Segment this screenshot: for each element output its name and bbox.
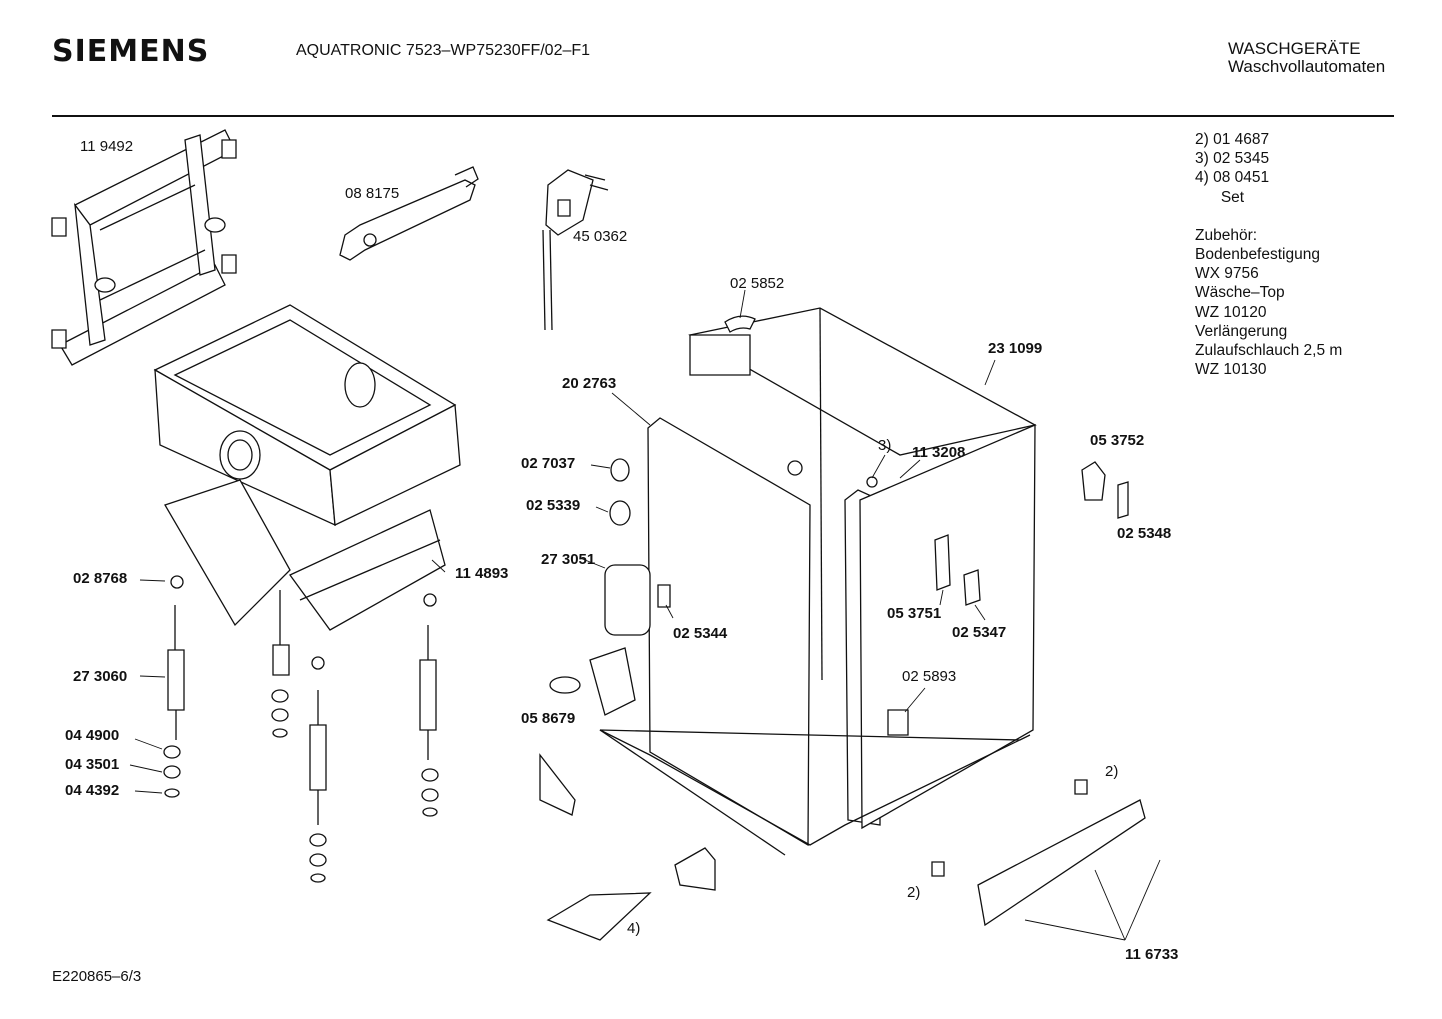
part-label: 4) bbox=[627, 920, 641, 937]
small-parts-drawing bbox=[540, 462, 1160, 940]
part-label: 11 9492 bbox=[80, 138, 134, 155]
part-label: 2) bbox=[907, 884, 921, 901]
part-label: 02 5893 bbox=[902, 668, 957, 685]
part-label: 11 3208 bbox=[912, 444, 966, 461]
note-line: 2) 01 4687 bbox=[1195, 131, 1270, 148]
drawing-number: E220865–6/3 bbox=[52, 968, 142, 985]
part-label: 02 5852 bbox=[730, 275, 785, 292]
part-label: 05 8679 bbox=[521, 710, 576, 727]
part-label: 2) bbox=[1105, 763, 1119, 780]
model-title: AQUATRONIC 7523–WP75230FF/02–F1 bbox=[296, 42, 591, 59]
note-line: Set bbox=[1195, 188, 1245, 206]
note-line: 4) 08 0451 bbox=[1195, 169, 1270, 187]
tub-housing-drawing bbox=[155, 305, 460, 630]
part-label: 04 4900 bbox=[65, 727, 120, 744]
note-line: Bodenbefestigung bbox=[1195, 246, 1320, 264]
part-label: 3) bbox=[878, 437, 892, 454]
part-label: 02 5347 bbox=[952, 624, 1007, 641]
note-line: WZ 10120 bbox=[1195, 303, 1267, 321]
header-rule bbox=[52, 115, 1394, 117]
part-label: 02 8768 bbox=[73, 570, 128, 587]
part-label: 45 0362 bbox=[573, 228, 628, 245]
part-label: 05 3751 bbox=[887, 605, 942, 622]
note-line: Wäsche–Top bbox=[1195, 284, 1285, 302]
part-label: 08 8175 bbox=[345, 185, 400, 202]
subcategory-label: Waschvollautomaten bbox=[1228, 57, 1386, 76]
mounting-frame-drawing bbox=[52, 130, 236, 365]
part-label: 11 4893 bbox=[455, 565, 509, 582]
part-label: 27 3060 bbox=[73, 668, 128, 685]
siemens-logo: SIEMENS bbox=[52, 34, 210, 69]
note-line: WX 9756 bbox=[1195, 265, 1259, 283]
part-label: 05 3752 bbox=[1090, 432, 1145, 449]
part-label: 04 4392 bbox=[65, 782, 120, 799]
part-label: 23 1099 bbox=[988, 340, 1043, 357]
cabinet-drawing bbox=[600, 308, 1035, 855]
notes-block: 2) 01 4687 3) 02 5345 4) 08 0451 Set Zub… bbox=[1195, 130, 1342, 379]
leader-lines bbox=[130, 290, 995, 793]
plug-cable-drawing bbox=[543, 170, 608, 330]
note-line: Zubehör: bbox=[1195, 226, 1258, 244]
part-label: 20 2763 bbox=[562, 375, 617, 392]
part-label: 27 3051 bbox=[541, 551, 596, 568]
note-line: 3) 02 5345 bbox=[1195, 150, 1270, 168]
part-label: 02 7037 bbox=[521, 455, 576, 472]
part-label: 04 3501 bbox=[65, 756, 120, 773]
part-label: 02 5344 bbox=[673, 625, 728, 642]
note-line: Zulaufschlauch 2,5 m bbox=[1195, 342, 1343, 360]
note-line: Verlängerung bbox=[1195, 322, 1288, 340]
category-label: WASCHGERÄTE bbox=[1228, 39, 1361, 58]
shock-absorbers-drawing bbox=[164, 576, 438, 882]
note-line: WZ 10130 bbox=[1195, 361, 1267, 379]
wrench-drawing bbox=[340, 167, 478, 260]
part-label: 11 6733 bbox=[1125, 946, 1179, 963]
part-label: 02 5339 bbox=[526, 497, 581, 514]
part-label: 02 5348 bbox=[1117, 525, 1172, 542]
